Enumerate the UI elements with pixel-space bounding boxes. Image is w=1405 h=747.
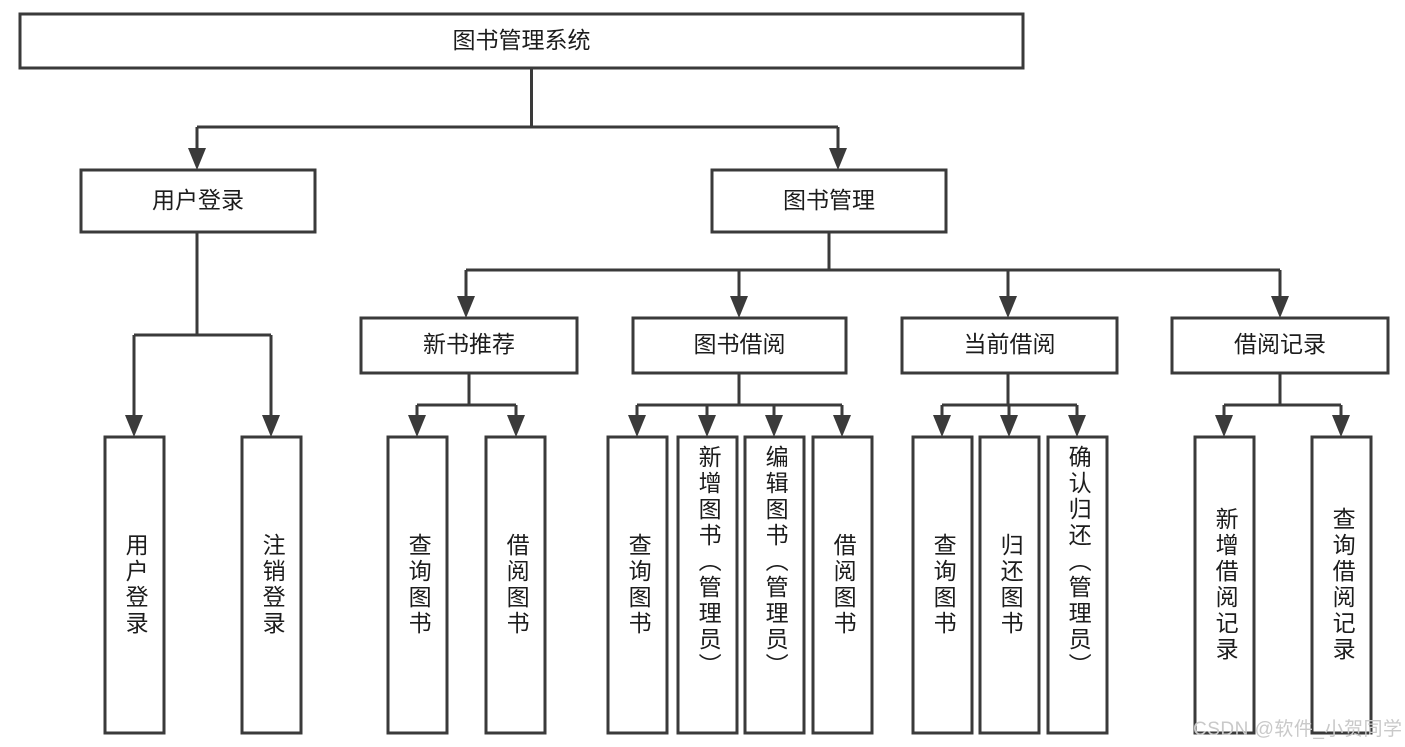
node-leaf-add-record-rect[interactable] <box>1193 435 1256 735</box>
node-root-label: 图书管理系统 <box>453 27 591 53</box>
node-leaf-query-book-recommend-rect[interactable] <box>386 435 449 735</box>
node-leaf-user-login-rect[interactable] <box>103 435 166 735</box>
node-current-borrow[interactable]: 当前借阅 <box>900 316 1119 375</box>
arrow-head-leaf-query-book-recommend <box>408 415 426 437</box>
node-new-book-recommend[interactable]: 新书推荐 <box>359 316 579 375</box>
node-user-login-rect[interactable] <box>79 168 317 234</box>
node-borrow-record-rect[interactable] <box>1170 316 1390 375</box>
arrow-head-leaf-query-record <box>1332 415 1350 437</box>
arrow-head-book-manage <box>829 148 847 170</box>
node-user-login[interactable]: 用户登录 <box>79 168 317 234</box>
node-new-book-recommend-rect[interactable] <box>359 316 579 375</box>
node-current-borrow-rect[interactable] <box>900 316 1119 375</box>
node-root-rect[interactable] <box>18 12 1025 70</box>
node-book-borrow-label: 图书借阅 <box>694 331 786 357</box>
arrow-head-leaf-return-book <box>1000 415 1018 437</box>
node-book-manage-label: 图书管理 <box>783 187 875 213</box>
arrow-head-leaf-user-login <box>125 415 143 437</box>
node-book-borrow[interactable]: 图书借阅 <box>631 316 848 375</box>
arrow-head-leaf-query-book-borrow <box>628 415 646 437</box>
node-leaf-edit-book-rect[interactable] <box>743 435 806 735</box>
arrow-head-user-login <box>188 148 206 170</box>
node-book-manage[interactable]: 图书管理 <box>710 168 948 234</box>
node-leaf-query-book-borrow-rect[interactable] <box>606 435 669 735</box>
node-root[interactable]: 图书管理系统 <box>18 12 1025 70</box>
node-leaf-logout-rect[interactable] <box>240 435 303 735</box>
node-leaf-add-book-rect[interactable] <box>676 435 739 735</box>
connector-layer <box>125 68 1350 437</box>
node-new-book-recommend-label: 新书推荐 <box>423 331 515 357</box>
node-borrow-record[interactable]: 借阅记录 <box>1170 316 1390 375</box>
arrow-head-leaf-borrow-book <box>833 415 851 437</box>
arrow-head-leaf-logout <box>262 415 280 437</box>
node-leaf-query-record-rect[interactable] <box>1310 435 1373 735</box>
node-leaf-confirm-return-rect[interactable] <box>1046 435 1109 735</box>
arrow-head-leaf-borrow-book-recommend <box>507 415 525 437</box>
node-leaf-return-book-rect[interactable] <box>978 435 1041 735</box>
arrow-head-borrow-record <box>1271 296 1289 318</box>
node-leaf-borrow-book-recommend-rect[interactable] <box>484 435 547 735</box>
arrow-head-current-borrow <box>999 296 1017 318</box>
arrow-head-leaf-query-book-current <box>933 415 951 437</box>
arrow-head-leaf-add-book <box>698 415 716 437</box>
node-borrow-record-label: 借阅记录 <box>1234 331 1326 357</box>
arrow-head-leaf-confirm-return <box>1068 415 1086 437</box>
node-current-borrow-label: 当前借阅 <box>964 331 1056 357</box>
node-user-login-label: 用户登录 <box>152 187 244 213</box>
node-leaf-query-book-current-rect[interactable] <box>911 435 974 735</box>
arrow-head-leaf-edit-book <box>765 415 783 437</box>
arrow-head-leaf-add-record <box>1215 415 1233 437</box>
node-book-borrow-rect[interactable] <box>631 316 848 375</box>
csdn-watermark: CSDN @软件_小贺同学 <box>1193 719 1403 740</box>
node-book-manage-rect[interactable] <box>710 168 948 234</box>
arrow-head-new-book-recommend <box>457 296 475 318</box>
arrow-head-book-borrow <box>730 296 748 318</box>
node-leaf-borrow-book-rect[interactable] <box>811 435 874 735</box>
node-layer: 图书管理系统 用户登录 图书管理 新书推荐 图书借阅 当前 <box>18 12 1390 735</box>
